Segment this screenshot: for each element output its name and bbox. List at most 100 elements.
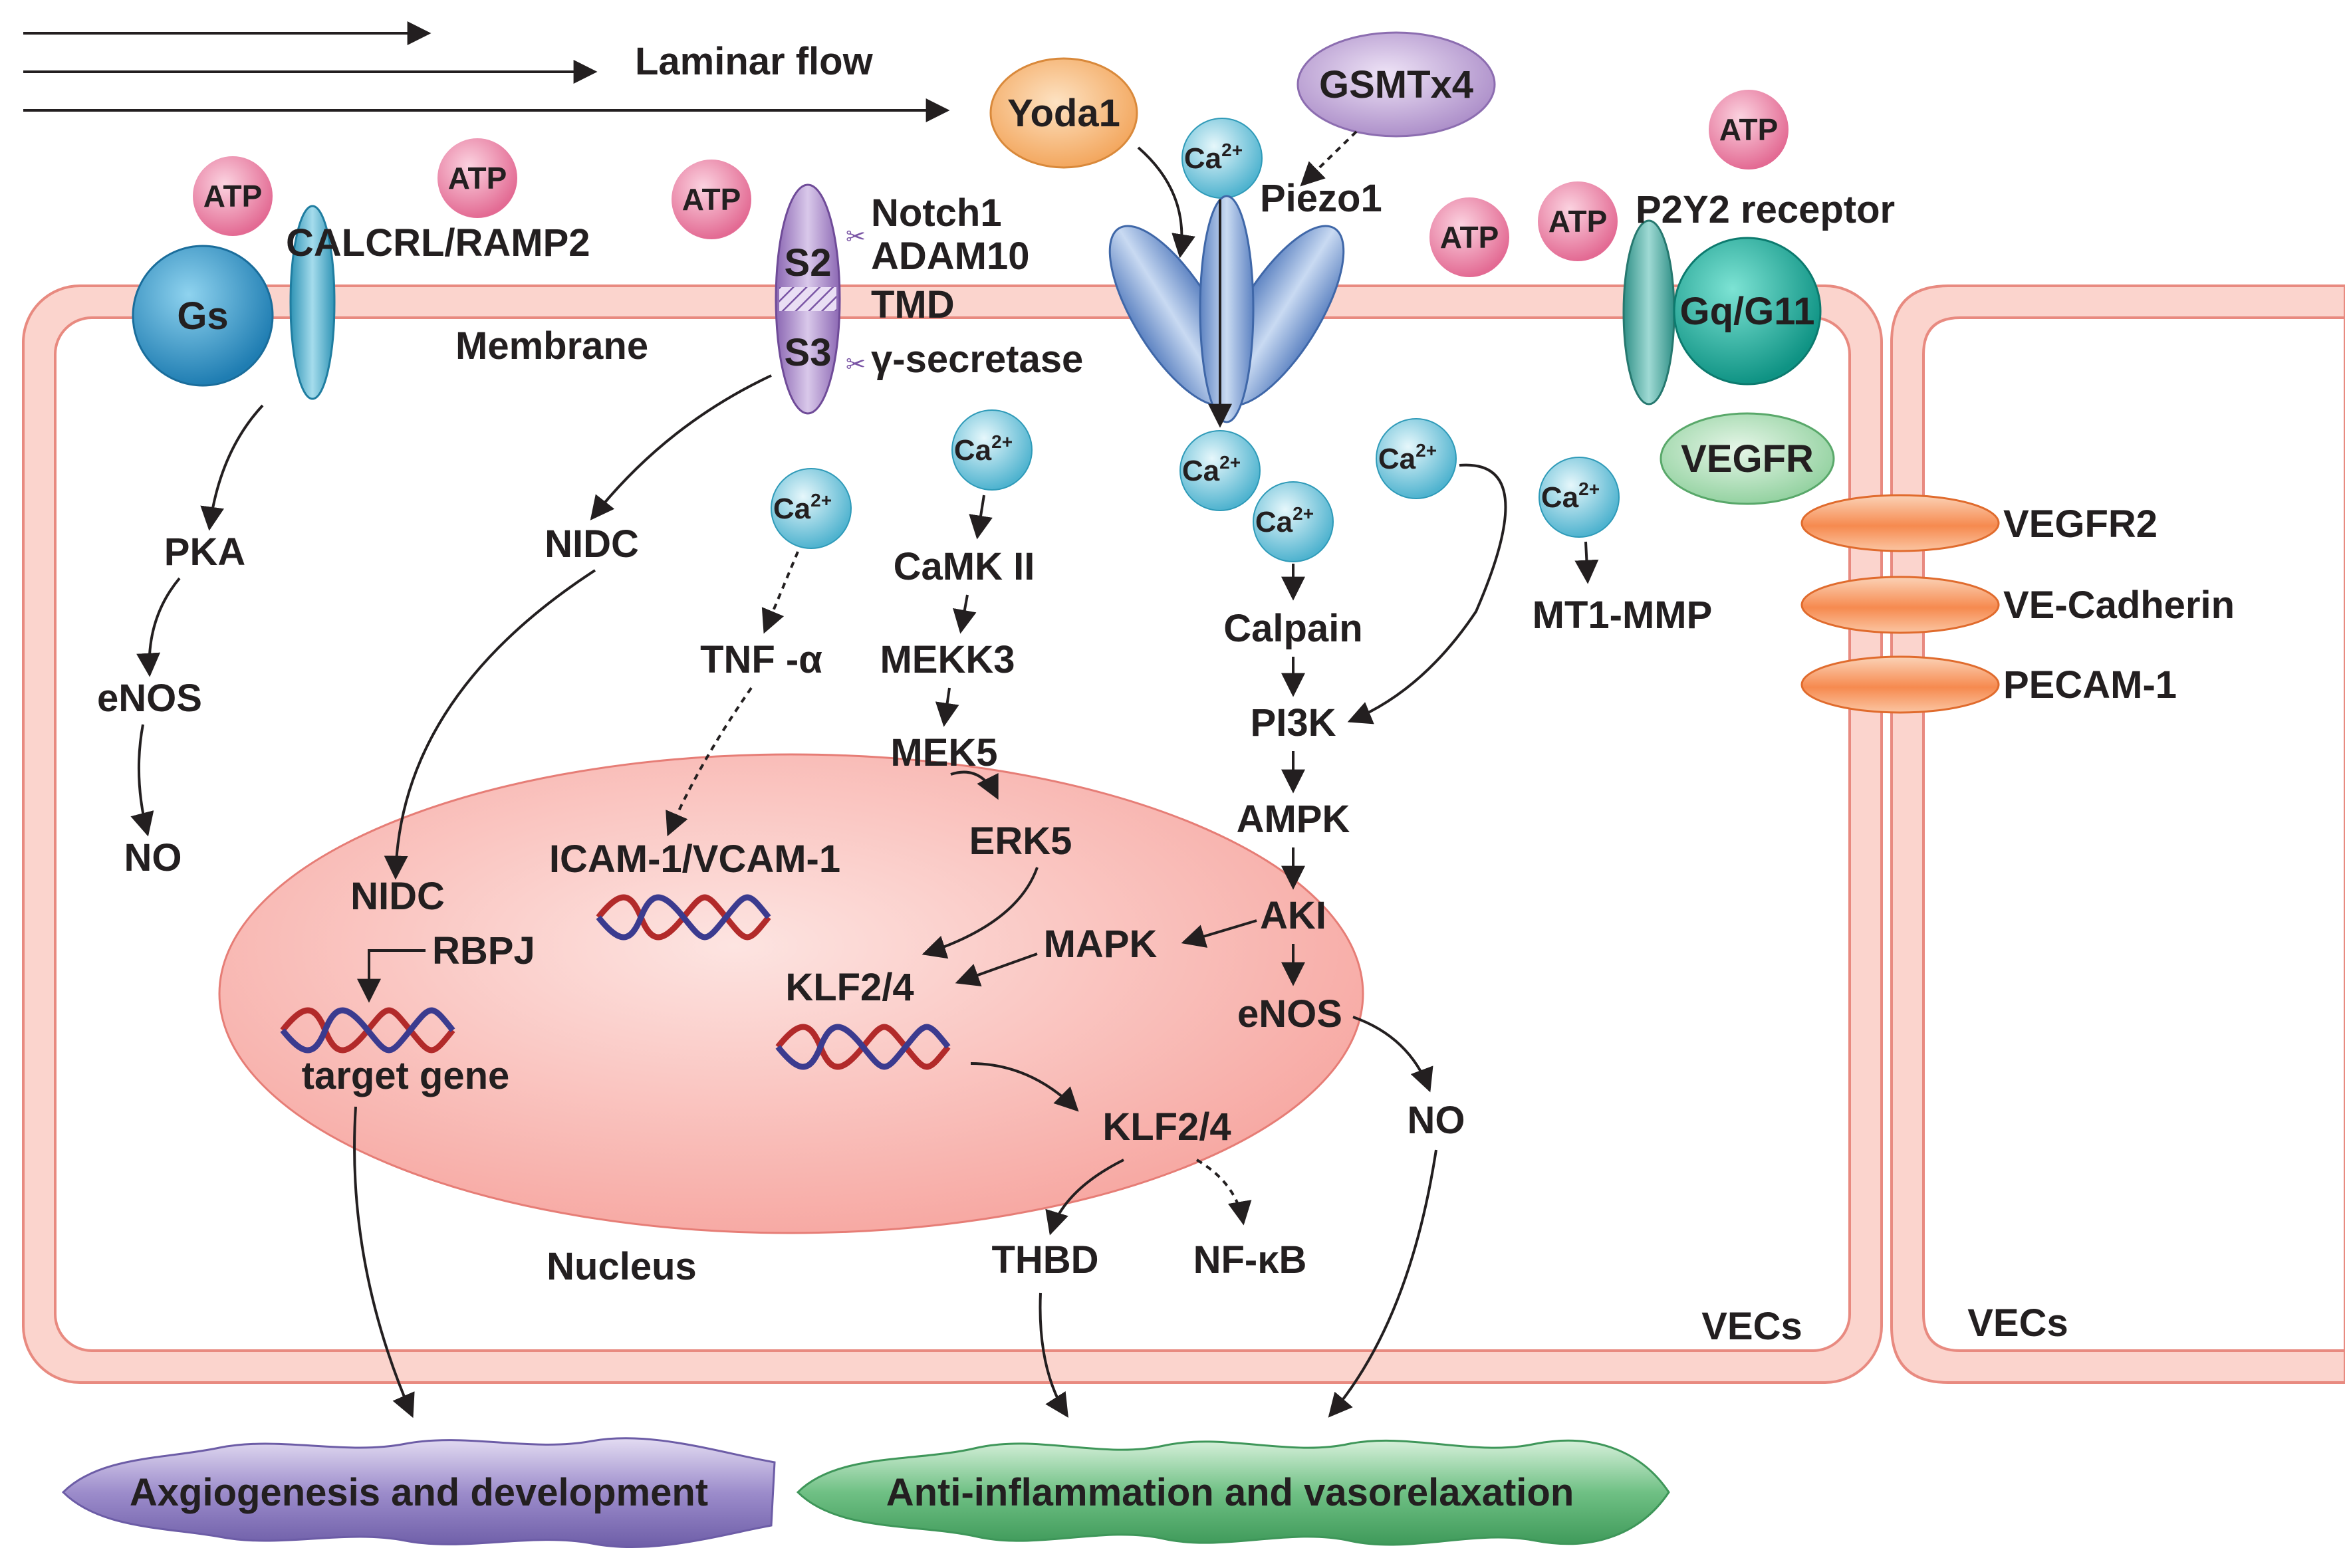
tmd-label: TMD	[871, 283, 955, 326]
cell-membrane-right	[1890, 284, 2345, 1384]
ca-ion-5: Ca2+	[1253, 481, 1334, 562]
ca-6-symbol: Ca	[1378, 443, 1416, 475]
membrane-label: Membrane	[455, 324, 648, 368]
gsmtx4	[1296, 31, 1496, 138]
pecam1-junction	[1800, 655, 2000, 714]
yoda1	[989, 57, 1138, 169]
vegfr	[1660, 412, 1835, 505]
gs-label: Gs	[177, 294, 228, 338]
atp-6-label: ATP	[1548, 204, 1608, 239]
adam10-label: ADAM10	[871, 235, 1030, 278]
atp-5: ATP	[1429, 197, 1509, 277]
atp-2-label: ATP	[448, 161, 507, 195]
icam-label: ICAM-1/VCAM-1	[549, 838, 840, 881]
rbpj-label: RBPJ	[432, 929, 535, 972]
ca-ion-7: Ca2+	[1539, 457, 1620, 538]
ca-ion-6: Ca2+	[1376, 418, 1457, 499]
dna-icam	[596, 894, 771, 941]
pi3k-label: PI3K	[1251, 701, 1336, 744]
svg-text:Ca2+: Ca2+	[1541, 479, 1600, 514]
mt1mmp-label: MT1-MMP	[1533, 594, 1713, 637]
vecs-left-label: VECs	[1701, 1305, 1802, 1348]
vegfr2-label: VEGFR2	[2003, 503, 2158, 546]
pka-label: PKA	[164, 530, 245, 574]
ca-3-symbol: Ca	[954, 434, 992, 467]
no-right-label: NO	[1408, 1099, 1465, 1142]
atp-3-label: ATP	[682, 182, 741, 217]
ca-5-symbol: Ca	[1255, 506, 1293, 538]
klf-cyto-label: KLF2/4	[1102, 1105, 1231, 1149]
outcome-right-label: Anti-inflammation and vasorelaxation	[886, 1471, 1574, 1514]
ca-3-charge: 2+	[991, 431, 1013, 452]
atp-1-label: ATP	[203, 179, 263, 213]
ca-2-charge: 2+	[810, 490, 832, 510]
target-gene-label: target gene	[302, 1054, 510, 1097]
camk-label: CaMK II	[894, 545, 1035, 588]
ca-ion-1: Ca2+	[1181, 118, 1263, 199]
calcrl-label: CALCRL/RAMP2	[286, 221, 590, 265]
ca-6-charge: 2+	[1416, 440, 1437, 461]
outcome-left-label: Axgiogenesis and development	[130, 1471, 708, 1514]
atp-5-label: ATP	[1440, 220, 1499, 255]
ca-1-charge: 2+	[1221, 140, 1243, 160]
ca-2-symbol: Ca	[773, 493, 811, 525]
gsmtx4-label: GSMTx4	[1319, 63, 1473, 106]
laminar-flow-arrows	[23, 21, 950, 122]
gq-label: Gq/G11	[1679, 290, 1814, 333]
atp-2: ATP	[437, 138, 517, 218]
ca-ion-4: Ca2+	[1179, 430, 1261, 511]
no-left-label: NO	[124, 836, 182, 879]
outcome-right-shape	[796, 1439, 1670, 1546]
notch1-label: Notch1	[871, 191, 1002, 235]
pecam1-label: PECAM-1	[2003, 663, 2177, 707]
gamma-secretase-label: γ-secretase	[871, 338, 1083, 381]
notch1-receptor	[775, 183, 841, 415]
yoda1-label: Yoda1	[1007, 92, 1120, 135]
nucleus	[218, 753, 1364, 1234]
piezo1-label: Piezo1	[1260, 177, 1382, 220]
klf-nuc-label: KLF2/4	[785, 966, 914, 1009]
atp-3: ATP	[672, 160, 751, 239]
ca-4-symbol: Ca	[1182, 455, 1220, 487]
nucleus-label: Nucleus	[547, 1245, 697, 1288]
svg-text:Ca2+: Ca2+	[773, 490, 832, 525]
atp-1: ATP	[193, 156, 273, 236]
thbd-label: THBD	[991, 1238, 1098, 1282]
enos-left-label: eNOS	[97, 677, 202, 720]
ca-5-charge: 2+	[1293, 503, 1314, 524]
dna-klf	[775, 1024, 951, 1070]
ca-ion-3: Ca2+	[951, 409, 1033, 491]
nidc-cyto-label: NIDC	[545, 522, 639, 566]
calpain-label: Calpain	[1223, 607, 1363, 650]
vecs-right-label: VECs	[1967, 1301, 2068, 1345]
ca-1-symbol: Ca	[1184, 142, 1222, 175]
enos-right-label: eNOS	[1237, 992, 1342, 1036]
svg-text:Ca2+: Ca2+	[1378, 440, 1437, 475]
ampk-label: AMPK	[1237, 798, 1350, 841]
p2y2-label: P2Y2 receptor	[1636, 188, 1895, 231]
mapk-label: MAPK	[1044, 923, 1158, 966]
outcome-left-shape	[61, 1437, 776, 1549]
ca-7-symbol: Ca	[1541, 481, 1579, 514]
erk5-label: ERK5	[969, 820, 1072, 863]
piezo1-channel	[1108, 195, 1345, 423]
mek5-label: MEK5	[890, 731, 997, 774]
laminar-flow-label: Laminar flow	[635, 40, 874, 83]
dna-target-gene	[280, 1007, 455, 1054]
svg-text:Ca2+: Ca2+	[1184, 140, 1243, 175]
tnf-label: TNF -α	[700, 638, 822, 681]
svg-text:Ca2+: Ca2+	[1255, 503, 1314, 538]
svg-text:Ca2+: Ca2+	[954, 431, 1013, 467]
ve-cadherin-junction	[1800, 576, 2000, 634]
nfkb-label: NF-κB	[1193, 1238, 1307, 1282]
mekk3-label: MEKK3	[880, 638, 1015, 681]
ca-7-charge: 2+	[1578, 479, 1600, 499]
scissors-s3-icon: ✂	[846, 351, 866, 378]
ve-cadherin-label: VE-Cadherin	[2003, 584, 2235, 627]
svg-text:Ca2+: Ca2+	[1182, 452, 1241, 487]
vegfr2-junction	[1800, 494, 2000, 552]
s3-label: S3	[785, 331, 832, 374]
calcrl-receptor	[289, 205, 336, 400]
